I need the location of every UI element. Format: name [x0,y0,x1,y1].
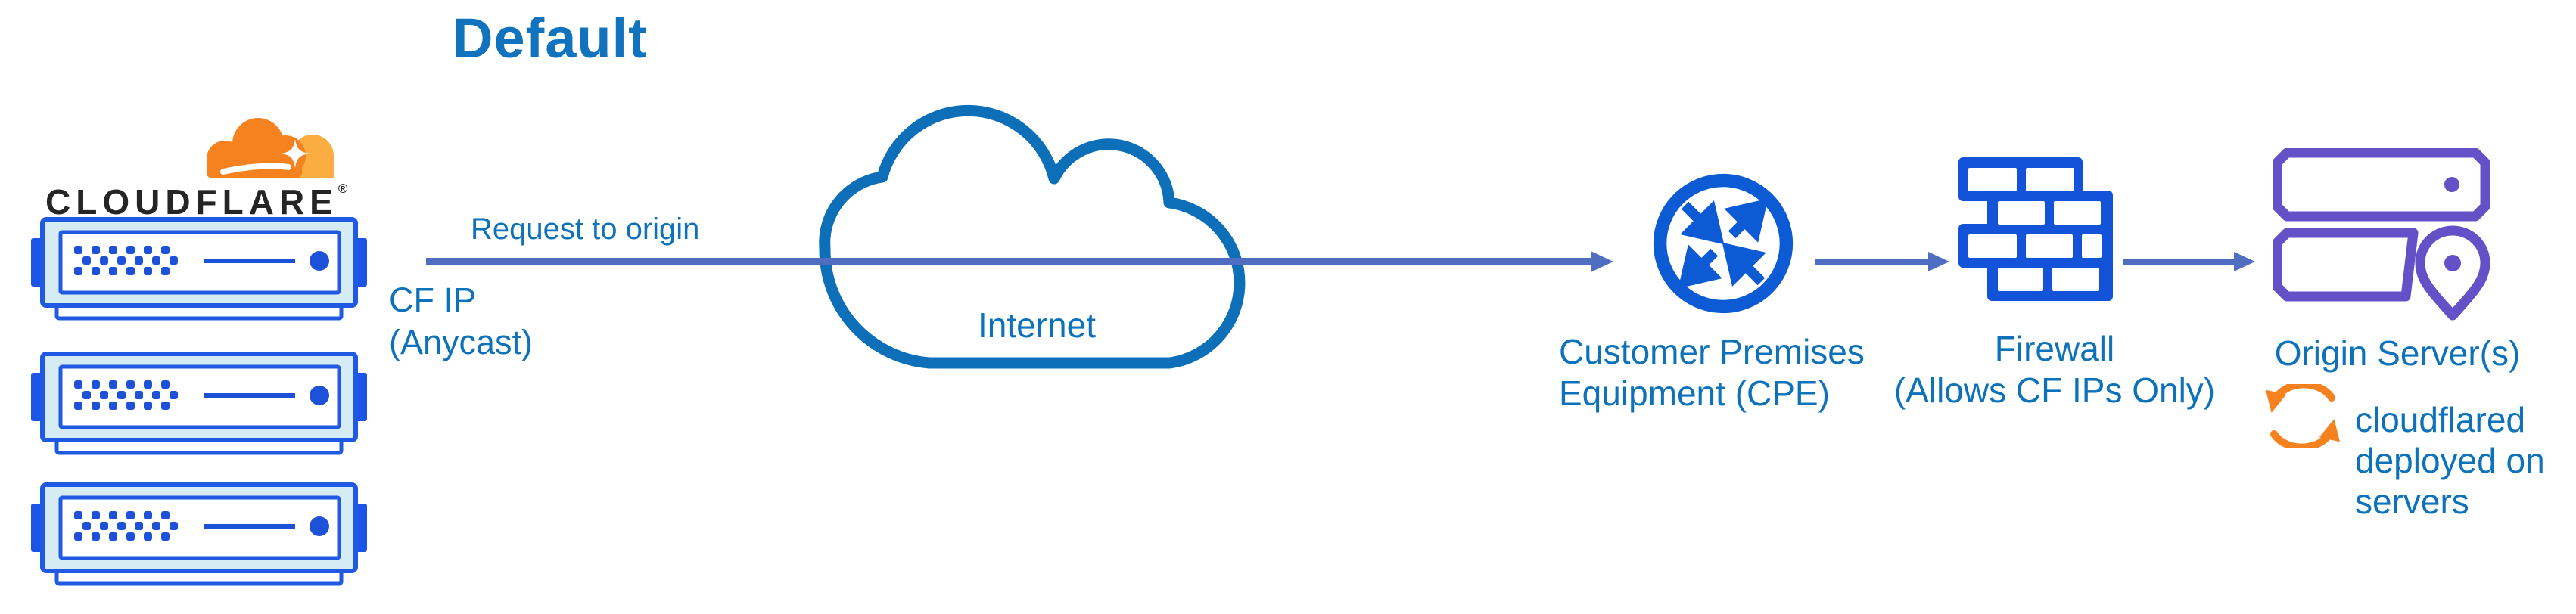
page-title: Default [453,7,648,70]
origin-server-icon [2273,148,2490,321]
internet-label: Internet [978,305,1096,345]
cloudflared-note-line1: cloudflared [2355,400,2526,439]
firewall-label-line2: (Allows CF IPs Only) [1893,371,2216,410]
cpe-label-line2: Equipment (CPE) [1559,374,1830,413]
cpe-to-firewall-arrow-line [1815,259,1930,265]
edge-server-icon [29,482,369,588]
cf-ip-anycast-label: CF IP (Anycast) [389,279,533,364]
internet-cloud-icon [819,104,1246,369]
firewall-icon [1958,157,2113,301]
cloudflare-logo-icon [207,118,334,178]
edge-server-icon [29,352,369,457]
edge-server-icon [29,217,369,323]
firewall-to-origin-arrow-line [2123,259,2235,265]
request-to-origin-label: Request to origin [471,212,700,246]
firewall-label-line1: Firewall [1994,329,2115,368]
cf-ip-line1: CF IP [389,281,477,319]
cpe-label-line1: Customer Premises [1559,332,1865,371]
registered-mark: ® [338,181,348,196]
origin-server-label: Origin Server(s) [2274,333,2521,373]
cf-ip-line2: (Anycast) [389,323,534,361]
cpe-label: Customer Premises Equipment (CPE) [1559,331,1865,414]
cloudflare-wordmark-text: CLOUDFLARE [45,182,338,222]
firewall-label: Firewall (Allows CF IPs Only) [1884,328,2225,411]
cpe-to-firewall-arrowhead [1928,252,1949,271]
cloudflared-note-line3: servers [2355,482,2469,521]
request-arrowhead [1591,251,1613,272]
cpe-router-icon [1653,173,1794,314]
cloudflared-note: cloudflared deployed on servers [2355,399,2545,522]
firewall-to-origin-arrowhead [2234,252,2255,271]
sync-arrows-icon [2265,384,2341,448]
request-arrow-line [426,258,1593,265]
cloudflare-wordmark: CLOUDFLARE® [45,181,347,222]
cloudflared-note-line2: deployed on [2355,441,2545,480]
